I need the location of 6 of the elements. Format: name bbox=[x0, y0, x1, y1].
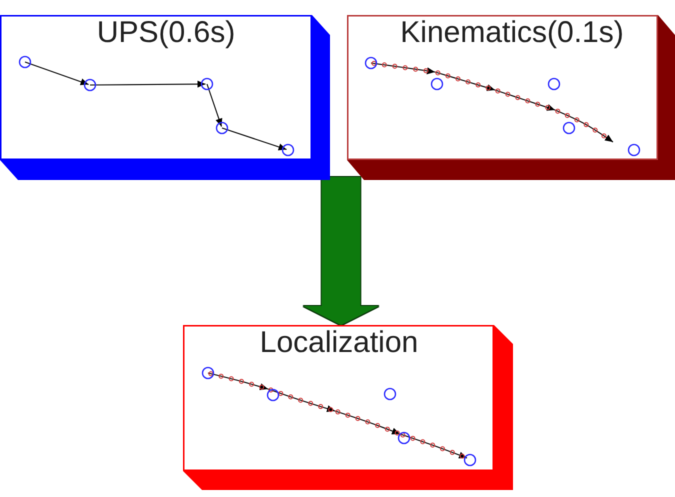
extruded-panel bbox=[183, 325, 513, 490]
panel-title: UPS(0.6s) bbox=[96, 18, 236, 48]
extruded-panel bbox=[347, 15, 675, 180]
panel-title: Localization bbox=[260, 328, 418, 358]
extruded-panel bbox=[0, 15, 330, 180]
panel-title: Kinematics(0.1s) bbox=[400, 18, 624, 48]
